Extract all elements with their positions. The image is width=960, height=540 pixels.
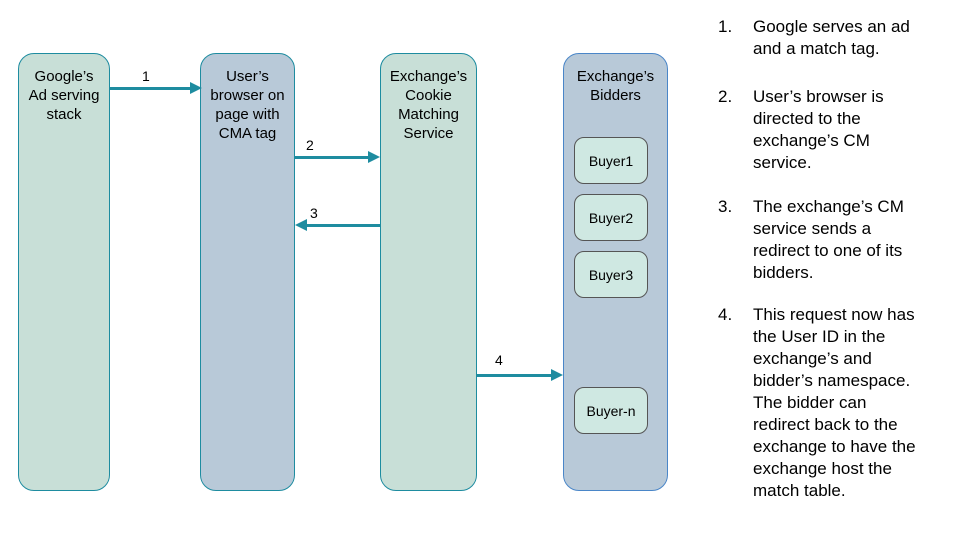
buyer-1-box: Buyer1: [574, 137, 648, 184]
buyer-n-label: Buyer-n: [586, 402, 636, 419]
arrow-right-icon: [368, 151, 380, 163]
step-3-text: The exchange’s CM service sends a redire…: [753, 197, 904, 282]
step-4-text: This request now has the User ID in the …: [753, 305, 916, 500]
node-google-ad-stack-label: Google’s Ad serving stack: [28, 68, 100, 123]
node-cookie-matching-service-label: Exchange’s Cookie Matching Service: [389, 68, 468, 142]
step-1-number: 1.: [718, 17, 733, 36]
step-3-number: 3.: [718, 197, 733, 216]
buyer-3-label: Buyer3: [588, 266, 634, 283]
buyer-n-box: Buyer-n: [574, 387, 648, 434]
node-google-ad-stack: Google’s Ad serving stack: [18, 53, 110, 491]
arrow-3-label: 3: [310, 205, 318, 221]
arrow-1-label: 1: [142, 68, 150, 84]
buyer-2-label: Buyer2: [588, 209, 634, 226]
arrow-3-line: [307, 224, 380, 227]
arrow-right-icon: [551, 369, 563, 381]
arrow-2-line: [295, 156, 368, 159]
arrow-1-line: [110, 87, 190, 90]
node-cookie-matching-service: Exchange’s Cookie Matching Service: [380, 53, 477, 491]
node-exchange-bidders: Exchange’s Bidders Buyer1 Buyer2 Buyer3 …: [563, 53, 668, 491]
step-4-number: 4.: [718, 305, 733, 324]
buyer-2-box: Buyer2: [574, 194, 648, 241]
step-2-text: User’s browser is directed to the exchan…: [753, 87, 884, 172]
node-user-browser: User’s browser on page with CMA tag: [200, 53, 295, 491]
arrow-2-label: 2: [306, 137, 314, 153]
arrow-right-icon: [190, 82, 202, 94]
arrow-left-icon: [295, 219, 307, 231]
buyer-1-label: Buyer1: [588, 152, 634, 169]
node-exchange-bidders-label: Exchange’s Bidders: [576, 68, 655, 104]
arrow-4-label: 4: [495, 352, 503, 368]
step-1-text: Google serves an ad and a match tag.: [753, 17, 910, 58]
arrow-4-line: [477, 374, 551, 377]
step-2-number: 2.: [718, 87, 733, 106]
buyer-3-box: Buyer3: [574, 251, 648, 298]
node-user-browser-label: User’s browser on page with CMA tag: [210, 68, 285, 142]
